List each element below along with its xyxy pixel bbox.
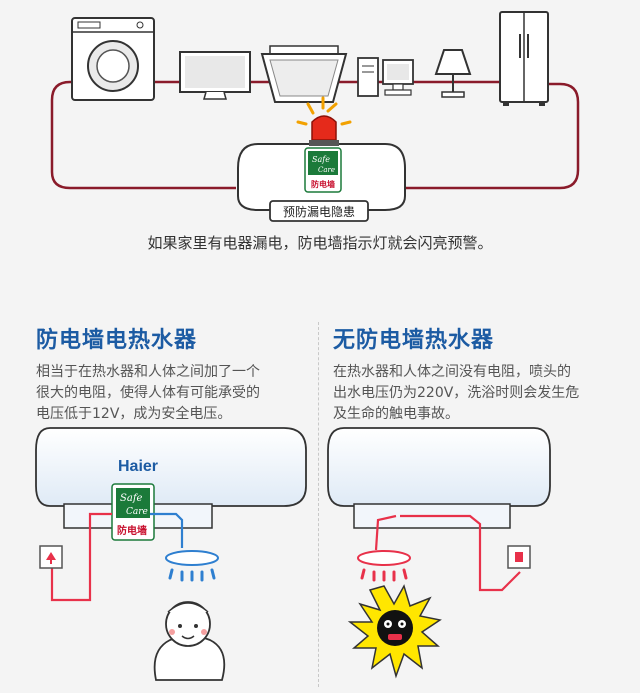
television-icon [179, 51, 251, 100]
safe-care-logo-left: Safe Care 防电墙 [111, 483, 155, 541]
safe-heater-description: 相当于在热水器和人体之间加了一个 很大的电阻，使得人体有可能承受的 电压低于12… [36, 364, 260, 422]
unsafe-heater-title: 无防电墙热水器 [333, 328, 495, 353]
svg-text:预防漏电隐患: 预防漏电隐患 [283, 204, 355, 219]
warning-light-icon [296, 96, 352, 146]
svg-text:Care: Care [126, 507, 148, 517]
safe-heater-section: 防电墙电热水器 相当于在热水器和人体之间加了一个 很大的电阻，使得人体有可能承受… [36, 322, 301, 425]
wall-socket-left [39, 545, 63, 569]
svg-text:Safe: Safe [120, 493, 143, 504]
shower-head-right [357, 550, 411, 582]
happy-person-icon [153, 601, 226, 681]
unsafe-heater-description: 在热水器和人体之间没有电阻，喷头的 出水电压仍为220V，洗浴时则会发生危 及生… [333, 364, 580, 422]
section-divider [318, 322, 319, 687]
lamp-icon [434, 49, 472, 98]
leak-warning-caption: 如果家里有电器漏电，防电墙指示灯就会闪亮预警。 [147, 234, 493, 252]
appliance-circuit-diagram: Safe Care 防电墙 预防漏电隐患 [50, 11, 580, 222]
svg-text:防电墙: 防电墙 [311, 179, 335, 189]
svg-text:Safe: Safe [312, 155, 330, 164]
range-hood-icon [260, 45, 348, 103]
svg-text:Care: Care [318, 166, 335, 174]
haier-logo: Haier [118, 458, 158, 475]
unsafe-heater-section: 无防电墙热水器 在热水器和人体之间没有电阻，喷头的 出水电压仍为220V，洗浴时… [333, 322, 613, 425]
washing-machine-icon [71, 17, 155, 101]
refrigerator-icon [499, 11, 549, 106]
wall-socket-right [507, 545, 531, 569]
safe-heater-title: 防电墙电热水器 [36, 328, 198, 353]
leak-warning-badge: 预防漏电隐患 [269, 200, 369, 222]
shower-head-left [165, 550, 219, 582]
computer-icon [357, 57, 414, 97]
heater-comparison-diagram: Haier Safe Care 防电墙 [35, 427, 551, 681]
unsafe-water-heater [327, 427, 551, 529]
svg-text:防电墙: 防电墙 [117, 524, 147, 537]
safe-care-logo: Safe Care 防电墙 [304, 147, 342, 193]
electric-shock-icon [347, 584, 442, 679]
